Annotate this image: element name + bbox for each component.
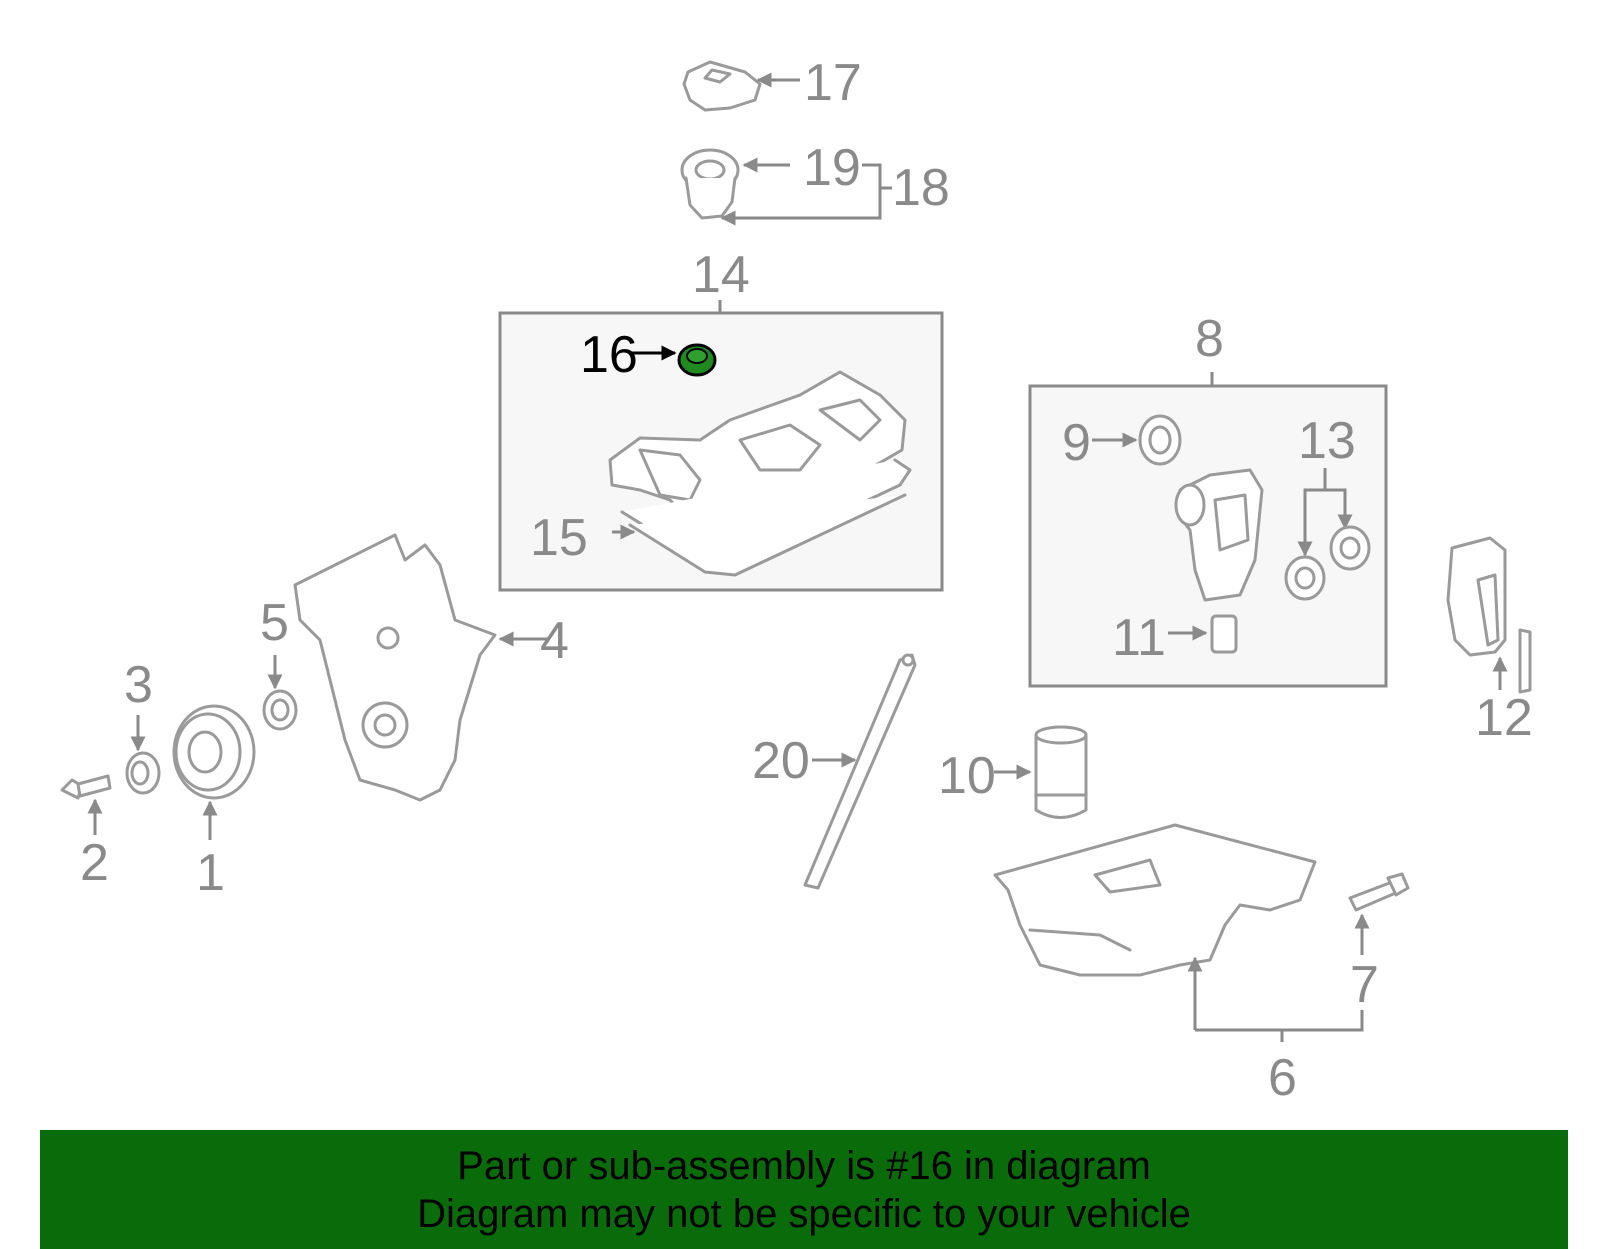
callout-15[interactable]: 15 (530, 509, 588, 567)
callout-9[interactable]: 9 (1062, 414, 1091, 472)
info-banner: Part or sub-assembly is #16 in diagram D… (40, 1130, 1568, 1249)
sleeve-part-11[interactable] (1210, 614, 1238, 654)
callout-4[interactable]: 4 (540, 612, 569, 670)
callout-17[interactable]: 17 (804, 54, 862, 112)
callout-6[interactable]: 6 (1268, 1049, 1297, 1107)
callout-2[interactable]: 2 (80, 834, 109, 892)
oil-filter-part[interactable] (1034, 725, 1088, 819)
seal-part-13[interactable] (1284, 525, 1371, 601)
highlighted-part-16-grommet[interactable] (677, 343, 717, 377)
callout-12[interactable]: 12 (1475, 689, 1533, 747)
callout-18[interactable]: 18 (892, 159, 950, 217)
callout-3[interactable]: 3 (124, 656, 153, 714)
callout-13[interactable]: 13 (1298, 412, 1356, 470)
callout-20[interactable]: 20 (752, 732, 810, 790)
crankshaft-pulley-part[interactable] (172, 704, 256, 800)
parts-diagram: 17 19 18 14 16 15 8 9 (60, 54, 1533, 1107)
callout-7[interactable]: 7 (1350, 956, 1379, 1014)
oil-filler-cap-part[interactable] (682, 60, 762, 112)
dipstick-part[interactable] (803, 653, 917, 890)
callout-14[interactable]: 14 (692, 246, 750, 304)
oil-filler-neck-part[interactable] (680, 148, 740, 220)
engine-front-cover-part[interactable] (293, 533, 497, 802)
banner-line-2: Diagram may not be specific to your vehi… (417, 1191, 1191, 1236)
callout-1[interactable]: 1 (196, 844, 225, 902)
callout-5[interactable]: 5 (260, 594, 289, 652)
oil-filter-housing-part[interactable] (1174, 468, 1264, 602)
callout-8[interactable]: 8 (1195, 310, 1224, 368)
seal-part-9[interactable] (1138, 414, 1182, 466)
pulley-bolt-part[interactable] (60, 774, 112, 800)
front-seal-part-5[interactable] (262, 689, 298, 731)
callout-16[interactable]: 16 (580, 326, 638, 384)
valve-cover-part[interactable] (608, 370, 907, 532)
callout-11[interactable]: 11 (1112, 609, 1166, 667)
oil-pan-bolt-part[interactable] (1348, 872, 1410, 912)
oil-cooler-part[interactable] (1446, 536, 1532, 694)
oil-pan-part[interactable] (993, 823, 1317, 977)
callout-10[interactable]: 10 (938, 747, 996, 805)
washer-part-3[interactable] (125, 751, 161, 795)
callout-19[interactable]: 19 (803, 139, 861, 197)
banner-line-1: Part or sub-assembly is #16 in diagram (457, 1143, 1151, 1188)
valve-cover-gasket-part[interactable] (620, 458, 912, 577)
